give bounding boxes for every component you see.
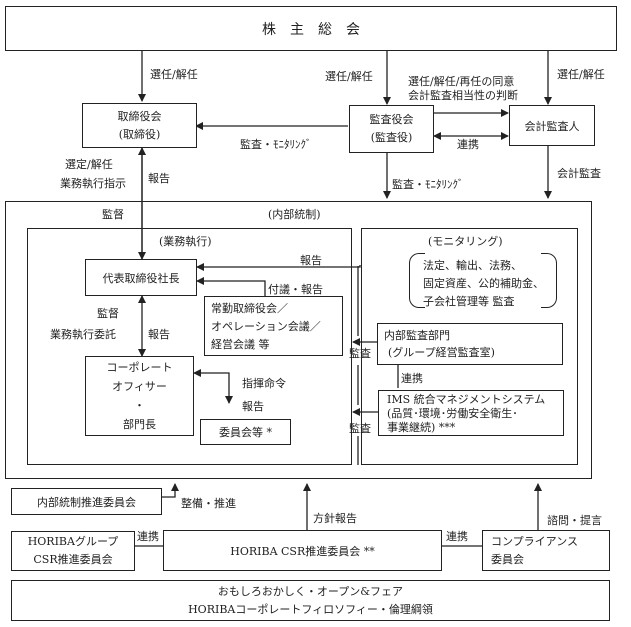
compliance-committee-box: コンプライアンス 委員会: [482, 530, 610, 571]
ic-promotion-label: 内部統制推進委員会: [37, 495, 136, 509]
shareholders-meeting-box: 株 主 総 会: [5, 6, 617, 51]
group-csr-line-2: CSR推進委員会: [33, 553, 113, 566]
executive-meetings-line-3: 経営会議 等: [211, 338, 270, 351]
auditors-box: 監査役会 (監査役): [349, 105, 434, 153]
label-command-2: 報告: [242, 400, 264, 413]
board-box: 取締役会 (取締役): [82, 103, 197, 148]
accounting-auditor-box: 会計監査人: [509, 105, 595, 146]
ims-box: IMS 統合マネジメントシステム (品質･環境･労働安全衛生･ 事業継続) **…: [378, 390, 564, 436]
monitoring-title: (モニタリング): [428, 235, 503, 248]
ic-promotion-committee-box: 内部統制推進委員会: [11, 488, 162, 515]
label-supervise-1: 監督: [97, 307, 119, 320]
label-agenda-report: 付議・報告: [268, 283, 323, 296]
shareholders-meeting-label: 株 主 総 会: [262, 21, 360, 38]
label-report-officer: 報告: [148, 328, 170, 341]
executive-meetings-line-1: 常勤取締役会／: [211, 302, 288, 315]
accounting-auditor-label: 会計監査人: [524, 119, 580, 133]
internal-control-frame: [5, 201, 592, 479]
label-audit-2: 監査: [349, 422, 371, 435]
label-audit-1: 監査: [349, 347, 371, 360]
officers-line-2: オフィサー: [112, 380, 167, 393]
monitoring-scope-line-2: 固定資産、公的補助金、: [423, 277, 544, 290]
arrow-command: [193, 369, 233, 404]
label-accounting-audit: 会計監査: [557, 167, 601, 180]
executive-meetings-box: 常勤取締役会／ オペレーション会議／ 経営会議 等: [204, 296, 343, 356]
group-csr-committee-box: HORIBAグループ CSR推進委員会: [11, 531, 135, 571]
label-audit-monitoring-down: 監査・ﾓﾆﾀﾘﾝｸﾞ: [392, 178, 464, 191]
auditors-label: 監査役会: [369, 113, 414, 126]
arrow-develop-promote: [162, 483, 179, 498]
label-elect-board: 選任/解任: [150, 68, 198, 81]
label-consent-1: 選任/解任/再任の同意: [408, 75, 515, 88]
label-command-1: 指揮命令: [242, 377, 286, 390]
president-label: 代表取締役社長: [102, 271, 180, 285]
label-cooperation-left: 連携: [137, 530, 159, 543]
philosophy-line-1: おもしろおかしく・オープン&フェア: [217, 584, 404, 598]
label-audit-monitoring-board: 監査・ﾓﾆﾀﾘﾝｸﾞ: [240, 138, 312, 151]
corporate-officers-box: コーポレート オフィサー ・ 部門長: [85, 356, 194, 436]
business-execution-frame: [27, 228, 352, 465]
arrow-report-president: [196, 263, 361, 271]
group-csr-line-1: HORIBAグループ: [27, 535, 119, 548]
label-develop-promote: 整備・推進: [181, 497, 236, 510]
committees-box: 委員会等 *: [200, 419, 291, 445]
ims-line-2: (品質･環境･労働安全衛生･: [387, 407, 518, 420]
label-consult-advice: 諮問・提言: [547, 514, 602, 527]
label-supervise-2: 業務執行委託: [50, 328, 116, 341]
president-box: 代表取締役社長: [85, 259, 197, 296]
label-supervision: 監督: [102, 208, 124, 221]
left-bracket: [409, 253, 425, 308]
ims-line-3: 事業継続) ***: [387, 421, 456, 434]
label-consent-2: 会計監査相当性の判断: [408, 89, 518, 102]
label-cooperation-top: 連携: [457, 138, 479, 151]
csr-committee-box: HORIBA CSR推進委員会 **: [163, 530, 442, 571]
monitoring-scope-line-1: 法定、輸出、法務、: [423, 259, 522, 272]
label-elect-auditors: 選任/解任: [325, 70, 373, 83]
compliance-line-1: コンプライアンス: [491, 535, 579, 548]
ims-line-1: IMS 統合マネジメントシステム: [387, 393, 546, 406]
arrow-agenda-report: [196, 277, 266, 296]
label-elect-acct: 選任/解任: [557, 68, 605, 81]
philosophy-line-2: HORIBAコーポレートフィロソフィー・倫理綱領: [188, 602, 433, 616]
officers-line-4: 部門長: [123, 418, 156, 431]
compliance-line-2: 委員会: [491, 553, 524, 566]
internal-control-title: (内部統制): [268, 208, 321, 221]
label-appoint-1: 選定/解任: [65, 158, 113, 171]
business-execution-title: (業務執行): [159, 235, 212, 248]
label-cooperation-ia: 連携: [401, 372, 423, 385]
officers-line-3: ・: [134, 399, 145, 412]
label-cooperation-right: 連携: [446, 530, 468, 543]
label-policy-report: 方針報告: [313, 512, 357, 525]
committees-label: 委員会等 *: [219, 426, 272, 439]
label-appoint-2: 業務執行指示: [60, 177, 126, 190]
internal-audit-box: 内部監査部門 (グループ経営監査室): [377, 323, 563, 365]
internal-audit-line-1: 内部監査部門: [384, 329, 450, 342]
label-report-board: 報告: [148, 172, 170, 185]
auditors-sublabel: (監査役): [370, 131, 413, 144]
monitoring-frame: [361, 228, 578, 465]
philosophy-box: おもしろおかしく・オープン&フェア HORIBAコーポレートフィロソフィー・倫理…: [11, 580, 610, 621]
internal-audit-line-2: (グループ経営監査室): [388, 346, 495, 359]
executive-meetings-line-2: オペレーション会議／: [211, 320, 321, 333]
right-bracket: [541, 253, 557, 308]
board-label: 取締役会: [117, 109, 162, 123]
label-report-president: 報告: [300, 254, 322, 267]
officers-line-1: コーポレート: [106, 361, 173, 374]
board-sublabel: (取締役): [118, 127, 161, 141]
monitoring-scope-line-3: 子会社管理等 監査: [423, 295, 515, 308]
csr-committee-label: HORIBA CSR推進委員会 **: [230, 544, 375, 558]
